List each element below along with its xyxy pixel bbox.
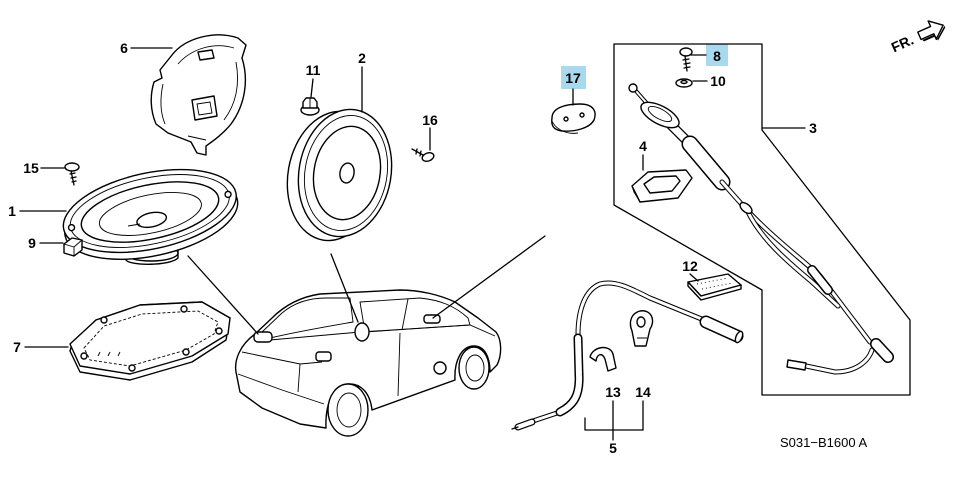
callout-highlight-17 (561, 66, 586, 89)
callouts: 1 2 3 4 5 6 7 8 9 10 11 12 13 14 15 16 1… (8, 40, 817, 456)
leader-lines (19, 47, 806, 431)
callout-8[interactable]: 8 (713, 48, 721, 64)
callout-11[interactable]: 11 (306, 62, 321, 78)
bracket-5 (584, 417, 644, 441)
mount-door-speaker (354, 322, 370, 342)
callout-3[interactable]: 3 (809, 120, 817, 136)
callout-7[interactable]: 7 (13, 339, 21, 355)
leader-line-12 (689, 273, 699, 282)
vehicle-body (234, 289, 502, 437)
direction-label: FR. (889, 32, 916, 56)
direction-arrow-icon: FR. (889, 20, 946, 56)
part-17-pad (551, 103, 596, 134)
callout-16[interactable]: 16 (422, 112, 438, 128)
callout-2[interactable]: 2 (358, 50, 366, 66)
mount-rear-pillar (315, 351, 332, 362)
part-2-round-speaker (286, 108, 393, 242)
mount-roof-antenna (423, 314, 441, 324)
part-6-grille (150, 34, 247, 156)
part-4-gasket (631, 169, 693, 203)
diagram-code: S031−B1600 A (780, 435, 867, 450)
part-10-nut (675, 78, 693, 88)
part-11-flange-nut (300, 97, 320, 116)
callout-13[interactable]: 13 (605, 384, 621, 400)
leader-line-11 (310, 78, 314, 98)
part-14-clip (629, 310, 654, 347)
callout-5[interactable]: 5 (609, 440, 617, 456)
part-8-bolt (679, 47, 693, 72)
part-5-feeder-cable (511, 280, 744, 431)
callout-9[interactable]: 9 (28, 235, 36, 251)
part-9-clip (63, 237, 83, 257)
callout-14[interactable]: 14 (635, 384, 651, 400)
callout-4[interactable]: 4 (639, 138, 647, 154)
callout-17[interactable]: 17 (565, 70, 581, 86)
part-16-screw (411, 148, 435, 162)
bracket-3 (613, 43, 911, 396)
callout-12[interactable]: 12 (682, 258, 698, 274)
part-15-screw (64, 162, 80, 186)
location-lines (187, 235, 546, 335)
callout-highlight-8 (706, 44, 728, 66)
callout-6[interactable]: 6 (120, 40, 128, 56)
callout-10[interactable]: 10 (710, 73, 726, 89)
part-1-oval-speaker (62, 168, 239, 265)
part-12-foam-pad (687, 273, 742, 301)
mount-front-door (433, 361, 447, 375)
mount-rear-shelf (253, 331, 273, 343)
callout-15[interactable]: 15 (23, 160, 39, 176)
part-3-antenna-assembly (628, 83, 894, 375)
part-7-cover-plate (69, 301, 231, 381)
part-13-clip (589, 346, 617, 372)
callout-1[interactable]: 1 (8, 203, 16, 219)
